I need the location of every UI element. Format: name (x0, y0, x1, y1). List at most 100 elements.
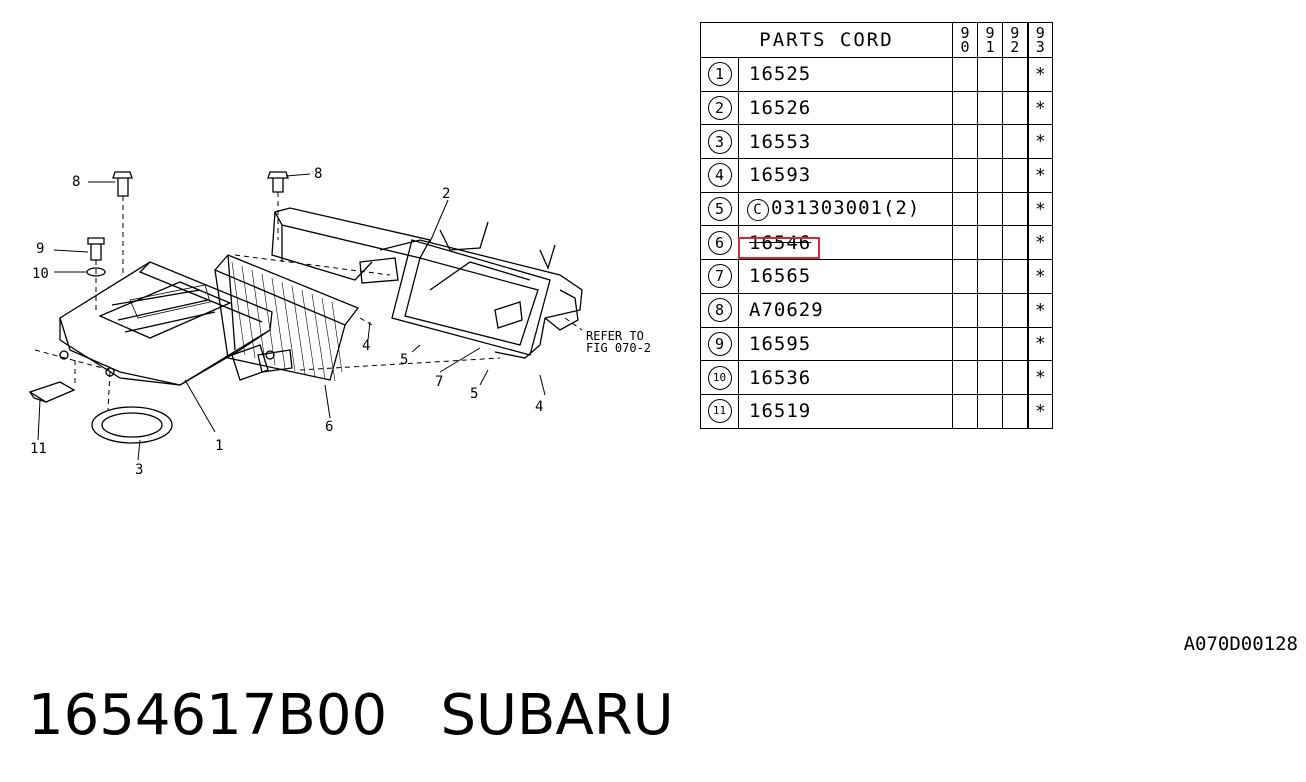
table-row: 9 16595 * (700, 326, 1053, 362)
year-header-90: 9 0 (952, 22, 978, 58)
callout-6: 6 (325, 419, 333, 435)
part-code-value: 031303001(2) (771, 197, 921, 220)
callout-9: 9 (36, 241, 44, 257)
table-row: 1 16525 * (700, 57, 1053, 92)
row-index-circle: 11 (707, 399, 732, 424)
year-header-91: 9 1 (977, 22, 1003, 58)
assembly-guide-lines (34, 192, 583, 411)
row-index: 4 (700, 158, 739, 193)
year-cell (952, 259, 978, 294)
table-header-row: PARTS CORD 9 0 9 1 9 2 9 3 (700, 22, 1053, 58)
applicability-mark: * (1026, 124, 1053, 160)
part-code: 16526 (738, 90, 953, 126)
applicability-mark: * (1026, 90, 1053, 126)
year-cell (952, 292, 978, 328)
year-header-92-label: 9 2 (1010, 24, 1020, 56)
parts-table: PARTS CORD 9 0 9 1 9 2 9 3 1 16525 * 2 1… (700, 22, 1053, 429)
part-code: 16519 (738, 393, 953, 429)
page-footer: 1654617B00 SUBARU (28, 683, 674, 748)
diagram-reference-code: A070D00128 (1183, 633, 1298, 655)
year-cell (1002, 124, 1028, 160)
row-index: 5 (700, 191, 739, 227)
row-index-circle: 9 (707, 331, 732, 356)
row-index: 9 (700, 326, 739, 362)
row-index-circle: 4 (707, 163, 732, 188)
callout-leaders (37, 173, 546, 461)
year-cell (952, 225, 978, 261)
year-header-92: 9 2 (1002, 22, 1028, 58)
row-index: 1 (700, 57, 739, 92)
year-cell (977, 326, 1003, 362)
applicability-mark: * (1026, 225, 1053, 261)
year-header-93-label: 9 3 (1035, 24, 1045, 56)
year-cell (1002, 259, 1028, 294)
table-row: 7 16565 * (700, 259, 1053, 294)
table-row: 4 16593 * (700, 158, 1053, 193)
year-cell (977, 90, 1003, 126)
brand-name: SUBARU (440, 683, 674, 748)
row-index-circle: 1 (707, 62, 732, 87)
table-row: 11 16519 * (700, 393, 1053, 429)
year-cell (977, 57, 1003, 92)
part-number: 1654617B00 (28, 683, 388, 748)
year-cell (977, 124, 1003, 160)
year-cell (1002, 393, 1028, 429)
row-index: 11 (700, 393, 739, 429)
table-row-highlighted: 6 16546 * (700, 225, 1053, 261)
callout-4a: 4 (362, 338, 370, 354)
part-code: 16593 (738, 158, 953, 193)
applicability-mark: * (1026, 191, 1053, 227)
callout-8a: 8 (72, 174, 80, 190)
callout-8b: 8 (314, 166, 322, 182)
applicability-mark: * (1026, 259, 1053, 294)
year-cell (952, 124, 978, 160)
year-cell (977, 191, 1003, 227)
callout-5b: 5 (470, 386, 478, 402)
year-cell (977, 360, 1003, 395)
row-index: 3 (700, 124, 739, 160)
year-cell (1002, 158, 1028, 193)
year-cell (952, 57, 978, 92)
row-index-circle: 10 (707, 365, 732, 390)
parts-cord-header: PARTS CORD (700, 22, 953, 58)
applicability-mark: * (1026, 57, 1053, 92)
callout-1: 1 (215, 438, 223, 454)
row-index: 10 (700, 360, 739, 395)
year-header-90-label: 9 0 (960, 24, 970, 56)
callout-4b: 4 (535, 399, 543, 415)
callout-3: 3 (135, 462, 143, 478)
year-cell (1002, 191, 1028, 227)
callout-10: 10 (32, 266, 49, 282)
table-row: 10 16536 * (700, 360, 1053, 395)
year-cell (952, 326, 978, 362)
year-cell (1002, 360, 1028, 395)
part-code: 16553 (738, 124, 953, 160)
year-cell (952, 158, 978, 193)
applicability-mark: * (1026, 292, 1053, 328)
year-cell (952, 360, 978, 395)
applicability-mark: * (1026, 360, 1053, 395)
year-header-93: 9 3 (1026, 22, 1053, 58)
year-cell (1002, 90, 1028, 126)
standard-part-prefix: C (747, 199, 769, 222)
row-index: 7 (700, 259, 739, 294)
row-index-circle: 5 (707, 197, 732, 222)
row-index-circle: 7 (707, 264, 732, 289)
applicability-mark: * (1026, 326, 1053, 362)
row-index: 6 (700, 225, 739, 261)
highlighted-part-code[interactable]: 16546 (738, 232, 820, 259)
year-cell (952, 90, 978, 126)
year-cell (1002, 57, 1028, 92)
year-cell (1002, 292, 1028, 328)
year-cell (952, 191, 978, 227)
exploded-parts-diagram: 8 8 9 10 2 1 3 6 11 4 5 7 5 4 REFER TO F… (28, 166, 651, 478)
air-cleaner-assembly-drawing (28, 171, 583, 444)
year-cell (977, 158, 1003, 193)
year-cell (977, 292, 1003, 328)
applicability-mark: * (1026, 393, 1053, 429)
year-header-91-label: 9 1 (985, 24, 995, 56)
refer-note-line2: FIG 070-2 (586, 341, 651, 355)
row-index-circle: 2 (707, 96, 732, 121)
table-row: 3 16553 * (700, 124, 1053, 160)
